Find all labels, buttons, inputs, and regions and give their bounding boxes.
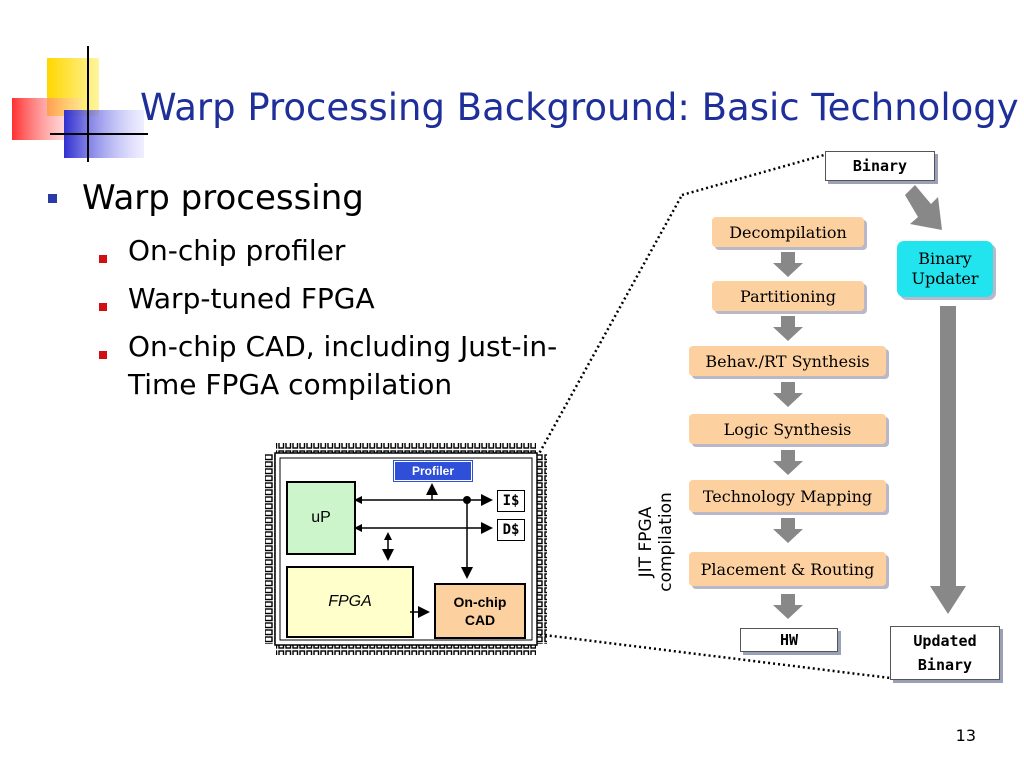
stage-label: Logic Synthesis — [723, 419, 852, 439]
stage-partitioning: Partitioning — [712, 281, 864, 311]
slide-title: Warp Processing Background: Basic Techno… — [140, 86, 1019, 129]
arrow-down-icon — [773, 316, 803, 341]
profiler-label: Profiler — [411, 464, 454, 478]
fpga-block: FPGA — [286, 566, 414, 638]
sub-bullet-cad-line2: Time FPGA compilation — [128, 368, 453, 401]
long-down-arrow-icon — [930, 306, 966, 614]
stage-technology-mapping: Technology Mapping — [689, 480, 886, 512]
page-number: 13 — [955, 726, 976, 745]
cad-label-line1: On-chip — [453, 594, 507, 610]
arrow-down-icon — [773, 252, 803, 277]
updater-line1: Binary — [918, 249, 972, 268]
stage-decompilation: Decompilation — [712, 217, 864, 247]
stage-label: Partitioning — [740, 286, 836, 306]
cad-label-line2: CAD — [464, 612, 496, 628]
stage-label: Placement & Routing — [700, 559, 875, 579]
sub-bullet-cad: On-chip CAD, including Just-in- Time FPG… — [128, 328, 557, 404]
updated-line2: Binary — [917, 656, 973, 674]
stage-label: Technology Mapping — [702, 486, 873, 506]
binary-updater-box: Binary Updater — [897, 241, 993, 297]
hw-output-box: HW — [740, 628, 838, 652]
binary-input-box: Binary — [825, 151, 935, 181]
sub-bullet-marker — [99, 351, 107, 359]
arrow-down-icon — [773, 594, 803, 619]
stage-placement-routing: Placement & Routing — [689, 552, 886, 586]
hw-output-label: HW — [779, 631, 799, 649]
bullet-marker — [48, 194, 57, 203]
corner-logo — [12, 46, 148, 162]
stage-behav-rt-synthesis: Behav./RT Synthesis — [689, 346, 886, 376]
sub-bullet-marker — [99, 255, 107, 263]
binary-input-label: Binary — [852, 157, 908, 175]
arrow-down-icon — [773, 450, 803, 475]
sub-bullet-fpga: Warp-tuned FPGA — [128, 282, 375, 315]
bullet-warp-processing: Warp processing — [82, 178, 364, 218]
diagonal-arrow-icon — [905, 185, 942, 230]
arrow-down-icon — [773, 518, 803, 543]
dcache-label: D$ — [502, 522, 520, 538]
sub-bullet-cad-line1: On-chip CAD, including Just-in- — [128, 330, 558, 363]
on-chip-cad-block: On-chip CAD — [434, 583, 526, 639]
down-arrows — [773, 252, 803, 619]
updater-line2: Updater — [911, 269, 979, 288]
icache-block: I$ — [497, 490, 525, 512]
dcache-block: D$ — [497, 519, 525, 541]
up-block: uP — [286, 481, 356, 555]
icache-label: I$ — [502, 493, 520, 509]
up-label: uP — [311, 509, 331, 526]
arrow-down-icon — [773, 382, 803, 407]
sub-bullet-profiler: On-chip profiler — [128, 234, 346, 267]
sub-bullet-marker — [99, 303, 107, 311]
stage-label: Behav./RT Synthesis — [705, 351, 870, 371]
stage-logic-synthesis: Logic Synthesis — [689, 414, 886, 444]
updated-line1: Updated — [913, 632, 977, 650]
fpga-label: FPGA — [328, 593, 372, 610]
updated-binary-box: Updated Binary — [890, 626, 1000, 680]
profiler-block: Profiler — [394, 461, 472, 481]
stage-label: Decompilation — [729, 222, 847, 242]
